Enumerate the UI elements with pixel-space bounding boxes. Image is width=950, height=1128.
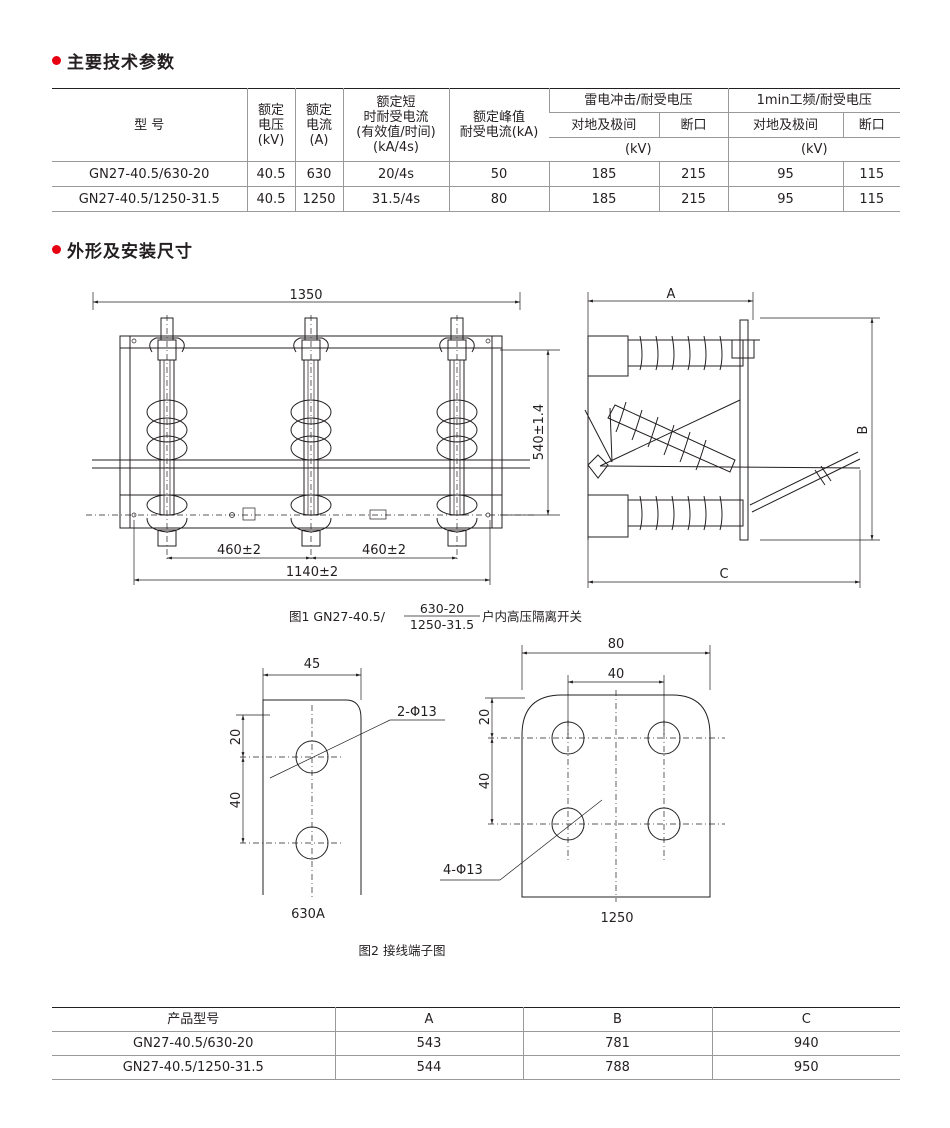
table-row: GN27-40.5/1250-31.5 544 788 950 [52,1055,900,1080]
pole-3 [436,315,478,560]
pole-1 [146,315,188,560]
cell-voltage: 40.5 [246,186,295,212]
caption1-bottom: 1250-31.5 [410,617,474,632]
cell-voltage: 40.5 [246,161,295,187]
cell-pf-break: 115 [842,161,900,187]
section-title-tech-params: 主要技术参数 [52,48,175,73]
cell-pf-break: 115 [842,186,900,212]
label-2-hole: 2-Φ13 [397,705,437,720]
red-bullet-icon [52,245,61,254]
label-1250: 1250 [600,911,633,926]
cell-B: 781 [522,1031,712,1056]
terminal-630-drawing: 45 2-Φ13 20 40 630A [229,657,445,922]
cell-short: 20/4s [342,161,449,187]
dimensions-table: 产品型号 A B C GN27-40.5/630-20 543 781 940 … [52,1007,900,1080]
header-break-1: 断口 [658,112,728,138]
dim-40-right: 40 [478,773,493,790]
cell-model: GN27-40.5/1250-31.5 [52,186,247,212]
dim-C: C [719,567,728,582]
cell-peak: 80 [448,186,549,212]
header-rated-voltage: 额定 电压 (kV) [246,88,295,162]
figure1-caption: 图1 GN27-40.5/ 630-20 1250-31.5 户内高压隔离开关 [289,601,582,632]
header-B: B [522,1007,712,1032]
section-title-text: 外形及安装尺寸 [67,242,193,262]
header-power-frequency: 1min工频/耐受电压 [727,88,900,113]
dim-20-right: 20 [478,709,493,726]
tech-params-table: 型 号 额定 电压 (kV) 额定 电流 (A) 额定短 时耐受电流 (有效值/… [52,88,900,212]
cell-li-ground: 185 [548,161,659,187]
caption1-suffix: 户内高压隔离开关 [482,609,582,624]
dim-40-top: 40 [608,667,625,682]
header-ground-1: 对地及极间 [549,112,659,138]
header-model: 型 号 [52,88,247,162]
dim-45: 45 [304,657,321,672]
table-row: GN27-40.5/630-20 40.5 630 20/4s 50 185 2… [52,161,900,187]
cell-li-ground: 185 [548,186,659,212]
cell-model: GN27-40.5/630-20 [52,161,247,187]
dim-1350: 1350 [289,288,322,303]
header-ground-2: 对地及极间 [727,112,843,138]
cell-current: 630 [294,161,343,187]
cell-A: 544 [334,1055,523,1080]
cell-pf-ground: 95 [727,161,843,187]
dim-A: A [667,287,676,302]
section-title-text: 主要技术参数 [67,53,175,73]
cell-C: 950 [711,1055,900,1080]
table-row: GN27-40.5/1250-31.5 40.5 1250 31.5/4s 80… [52,186,900,212]
table-header-row: 产品型号 A B C [52,1007,900,1032]
table-row: GN27-40.5/630-20 543 781 940 [52,1031,900,1056]
dim-1140: 1140±2 [286,565,338,580]
header-peak-current: 额定峰值 耐受电流(kA) [448,88,549,162]
cell-model: GN27-40.5/630-20 [52,1031,335,1056]
header-unit-kv-2: (kV) [727,137,900,162]
cell-li-break: 215 [658,186,728,212]
header-A: A [334,1007,523,1032]
cell-pf-ground: 95 [727,186,843,212]
header-unit-kv-1: (kV) [549,137,728,162]
header-break-2: 断口 [842,112,900,138]
cell-short: 31.5/4s [342,186,449,212]
pole-2 [290,315,332,560]
cell-li-break: 215 [658,161,728,187]
terminal-1250-drawing: 80 40 20 40 4-Φ13 1250 [440,637,725,926]
dim-B: B [856,426,871,435]
cell-A: 543 [334,1031,523,1056]
header-product-model: 产品型号 [52,1007,335,1032]
header-lightning-impulse: 雷电冲击/耐受电压 [548,88,728,113]
red-bullet-icon [52,56,61,65]
dim-40-left: 40 [229,792,244,809]
cell-model: GN27-40.5/1250-31.5 [52,1055,335,1080]
side-view-drawing: A B C [584,287,880,588]
cell-B: 788 [522,1055,712,1080]
header-rated-current: 额定 电流 (A) [294,88,343,162]
caption1-top: 630-20 [420,601,464,616]
dim-460-left: 460±2 [217,543,261,558]
cell-current: 1250 [294,186,343,212]
header-C: C [711,1007,900,1032]
section-title-dimensions: 外形及安装尺寸 [52,237,193,262]
front-view-drawing: 1350 [86,288,560,585]
figure2-caption: 图2 接线端子图 [359,943,446,958]
dim-80: 80 [608,637,625,652]
caption1-prefix: 图1 GN27-40.5/ [289,609,386,624]
cell-C: 940 [711,1031,900,1056]
dim-20-left: 20 [229,729,244,746]
label-630A: 630A [291,907,325,922]
cell-peak: 50 [448,161,549,187]
dim-540: 540±1.4 [532,404,547,460]
header-short-time-current: 额定短 时耐受电流 (有效值/时间) (kA/4s) [342,88,449,162]
dim-460-right: 460±2 [362,543,406,558]
label-4-hole: 4-Φ13 [443,863,483,878]
